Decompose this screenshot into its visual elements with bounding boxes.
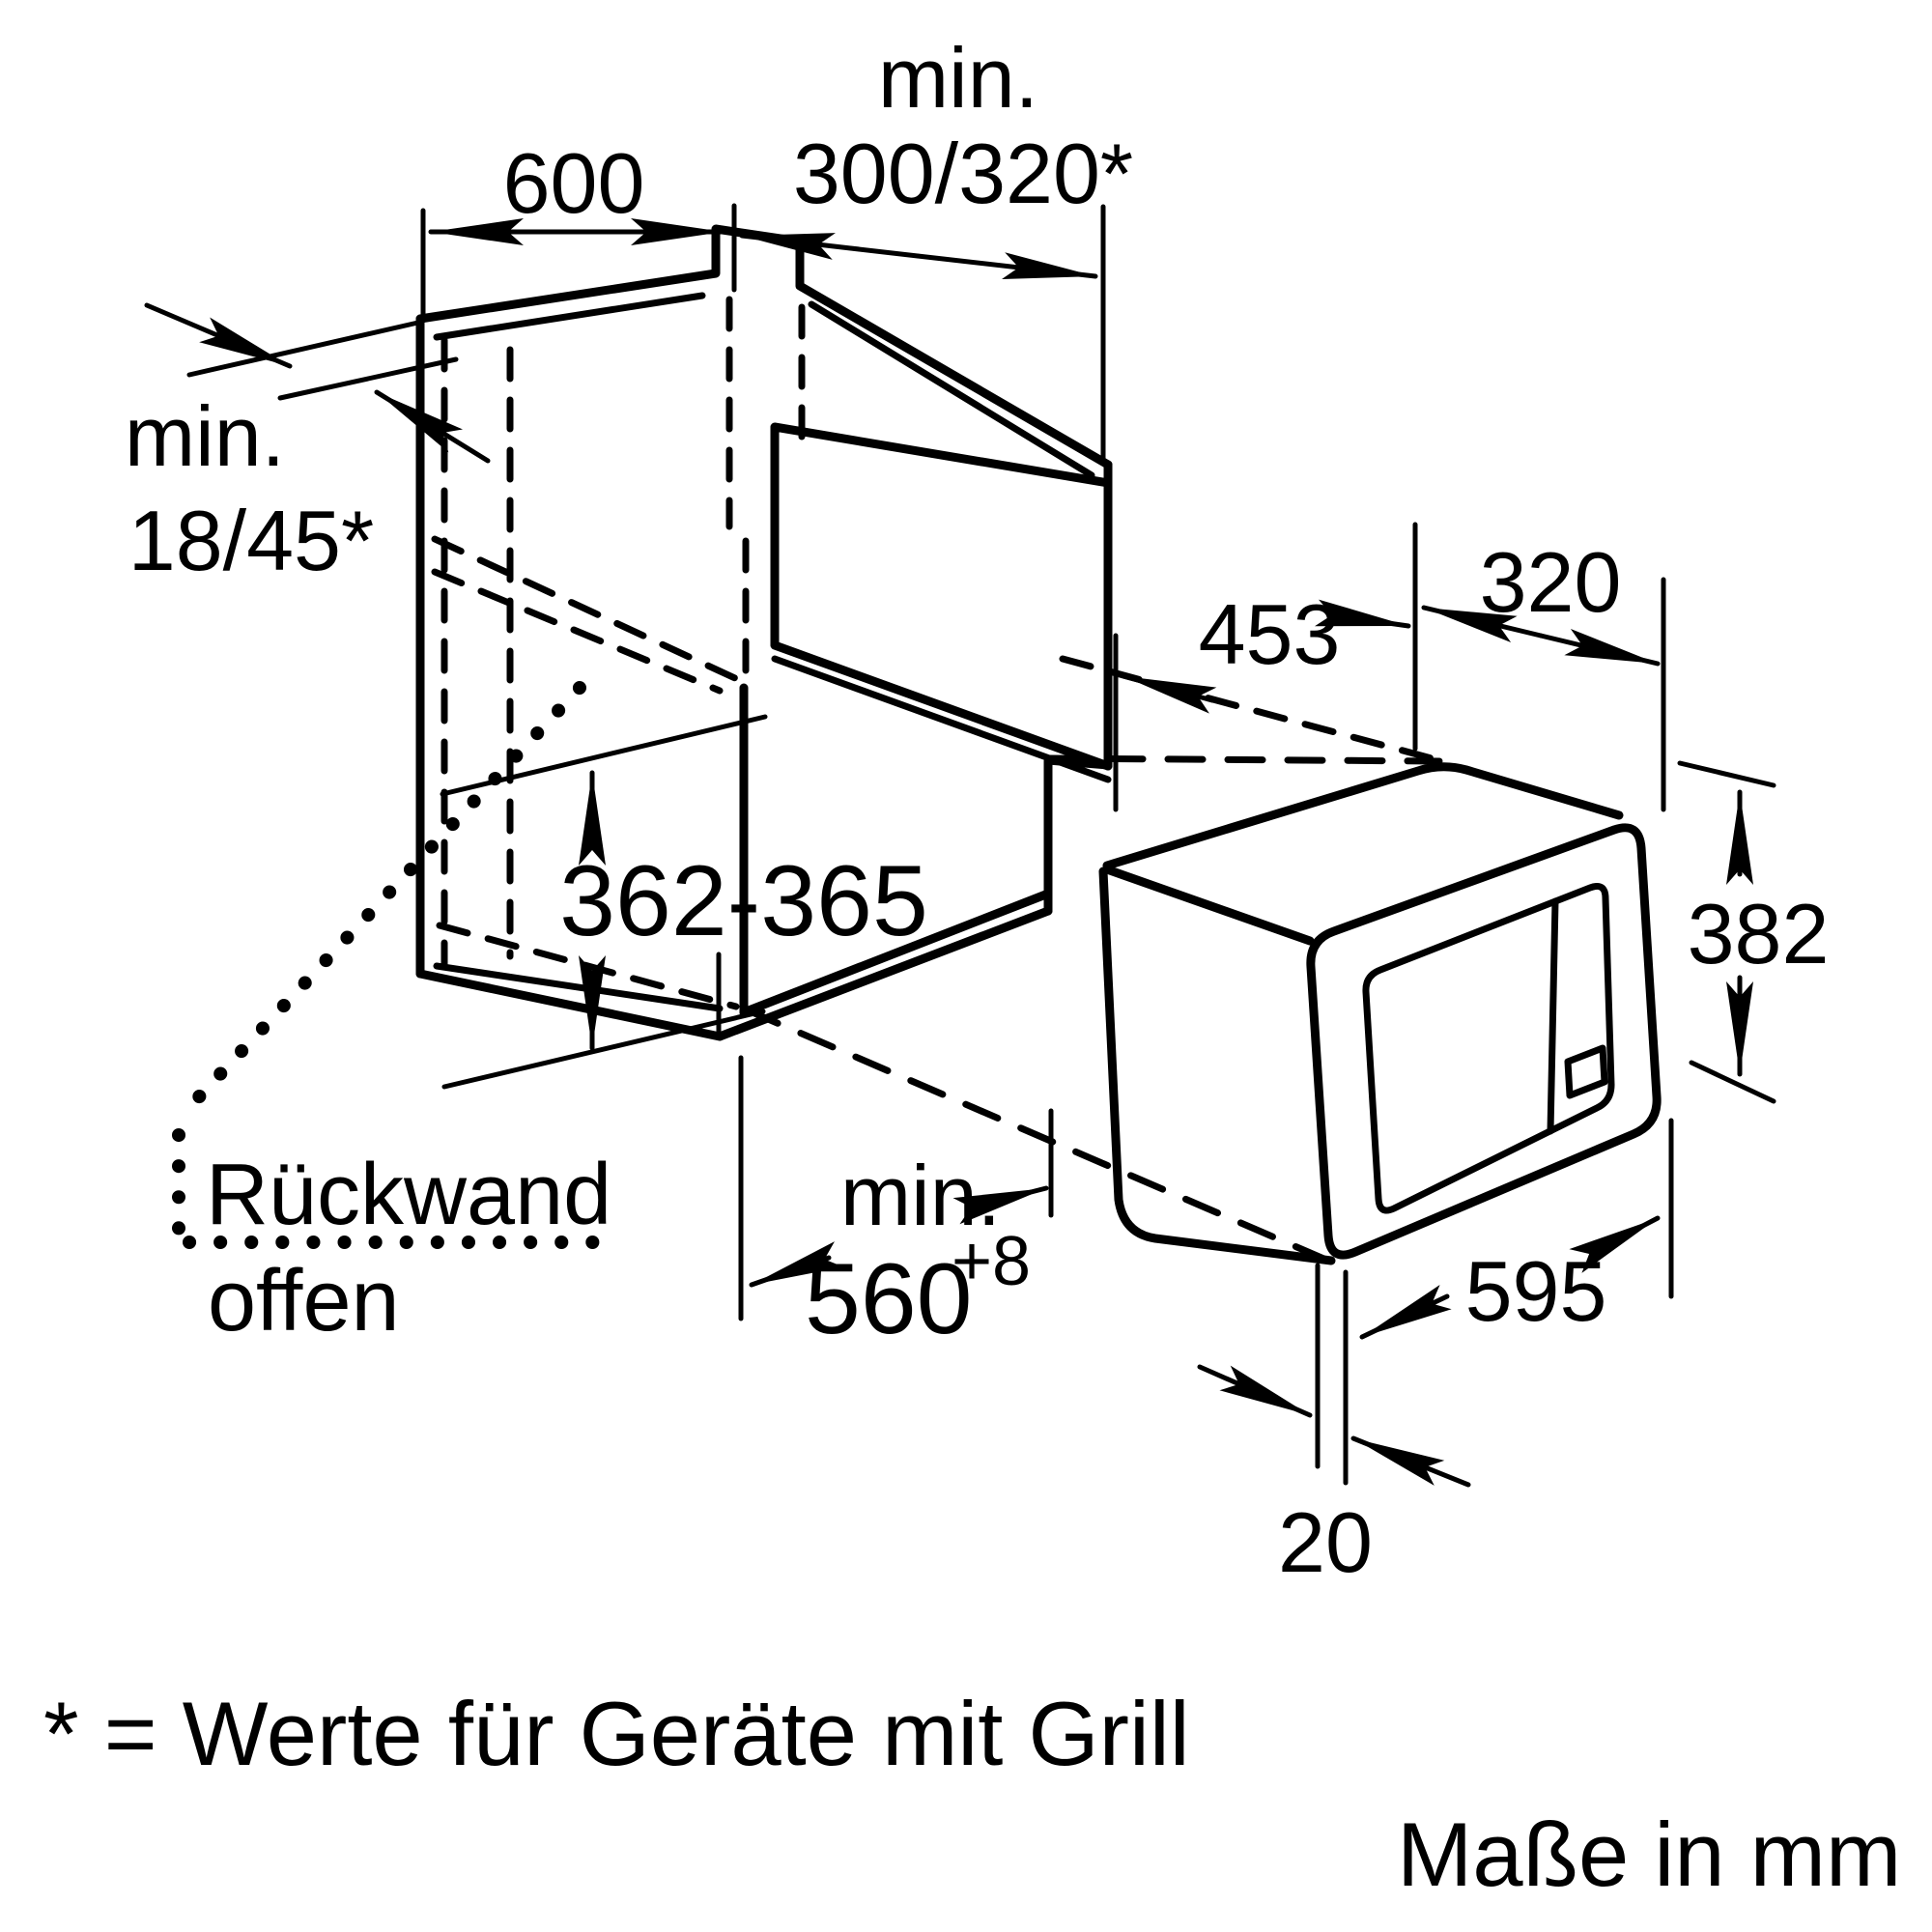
backwall-line2: offen: [208, 1253, 400, 1350]
dim-appliance-depth: 453: [1059, 522, 1446, 812]
niche-width-label: 560: [805, 1243, 973, 1355]
backwall-note: Rückwand offen: [206, 1147, 611, 1350]
dim-appliance-width: 595: [1359, 1118, 1674, 1340]
microwave-outline: [1098, 762, 1662, 1265]
niche-width-min-label: min.: [840, 1148, 1001, 1243]
dim-front-gap: 20: [1197, 1263, 1471, 1590]
cabinet-width-label: 600: [503, 135, 645, 231]
control-panel-divider: [1547, 897, 1559, 1135]
wall-thickness-label: 18/45*: [128, 493, 374, 588]
units-note: Maße in mm: [1397, 1804, 1901, 1905]
dim-appliance-top-depth: 320: [1421, 534, 1666, 812]
cabinet-outline: [415, 224, 1113, 1041]
dim-niche-width: min. 560 +8: [738, 1055, 1054, 1355]
backwall-leader-dotted: [172, 681, 617, 1249]
wall-min-label: min.: [125, 388, 285, 484]
dim-top-niche-depth: min. 300/320*: [739, 30, 1133, 465]
backwall-line1: Rückwand: [206, 1147, 611, 1243]
niche-height-label: 362-365: [559, 845, 928, 957]
niche-width-tolerance-label: +8: [952, 1223, 1031, 1300]
appliance-depth-label: 453: [1199, 586, 1341, 682]
appliance-height-label: 382: [1688, 886, 1830, 981]
dim-wall-thickness: min. 18/45*: [125, 302, 491, 588]
appliance-top-depth-label: 320: [1480, 534, 1622, 630]
dim-cabinet-width: 600: [420, 135, 737, 324]
display-window: [1564, 1044, 1608, 1099]
front-gap-label: 20: [1278, 1494, 1373, 1590]
top-depth-min-label: min.: [878, 30, 1038, 126]
dim-appliance-height: 382: [1677, 760, 1830, 1104]
appliance-width-label: 595: [1465, 1243, 1607, 1339]
footnote: * = Werte für Geräte mit Grill: [43, 1683, 1190, 1784]
dim-niche-height: 362-365: [440, 714, 928, 1090]
top-depth-label: 300/320*: [793, 126, 1133, 221]
